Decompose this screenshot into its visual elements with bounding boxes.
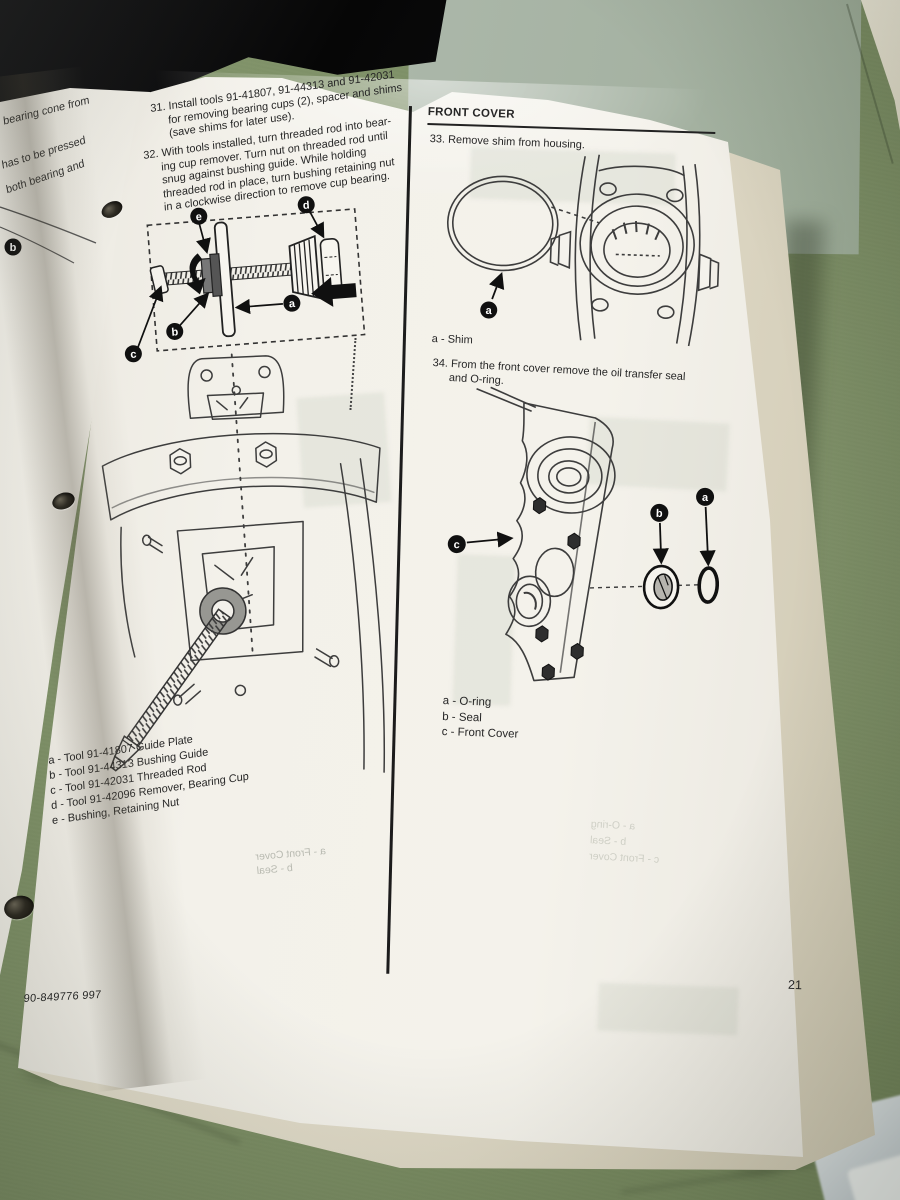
front-cover-body	[505, 402, 614, 682]
bearing-boss	[526, 436, 616, 514]
cover-opening	[579, 193, 695, 295]
leader-c	[137, 285, 164, 348]
callout-c	[124, 345, 142, 363]
callout-a	[480, 301, 498, 319]
centerline	[230, 353, 254, 658]
callout-a	[696, 487, 715, 506]
callout-b	[650, 503, 669, 522]
leader-e	[196, 223, 211, 254]
bracket	[176, 520, 304, 662]
callout-a	[283, 294, 301, 312]
hex-nut	[532, 497, 547, 515]
callout-b-letter: b	[656, 508, 664, 520]
callout-a-letter: a	[702, 492, 710, 504]
hex-nut	[567, 532, 581, 550]
leader-b	[178, 292, 210, 327]
opening	[507, 575, 552, 628]
side-bolt	[557, 230, 572, 269]
callout-c-letter: c	[453, 539, 460, 551]
callout-c-letter: c	[130, 349, 137, 361]
shim-ring	[446, 175, 559, 272]
housing-flange	[101, 432, 381, 521]
leader-d	[309, 211, 325, 239]
hex-bolt	[255, 441, 278, 468]
callout-d-letter: d	[302, 199, 310, 211]
diagram-housing-assembly	[101, 353, 386, 773]
leader-c	[466, 531, 514, 548]
page-number: 21	[787, 977, 803, 993]
housing-edge	[359, 458, 386, 773]
diagram-front-cover-seal: c b a	[447, 386, 720, 682]
opening	[534, 547, 575, 598]
hex-nut	[541, 663, 555, 681]
left-page-diagram-fragment: b	[0, 206, 97, 264]
show-through-text	[597, 982, 739, 1036]
leader-b	[652, 522, 669, 565]
pry-lines	[476, 386, 537, 412]
leader-a	[699, 506, 716, 567]
show-through-parts-list: a - O-ring b - Seal c - Front Cover	[589, 816, 661, 868]
hex-nut	[535, 625, 549, 643]
side-bolt	[697, 253, 712, 292]
callout-e	[190, 207, 208, 225]
top-plate	[187, 355, 285, 420]
housing-edge	[339, 463, 365, 770]
callout-b-letter: b	[10, 242, 17, 254]
diagram-shim-removal: a	[446, 154, 720, 347]
leader-line	[0, 206, 97, 244]
parts-list-item: c - Front Cover	[441, 725, 519, 741]
leader-a	[234, 298, 283, 315]
hex-bolt	[169, 448, 192, 475]
remover-ribs	[293, 239, 315, 297]
threaded-rod	[125, 608, 231, 748]
callout-b	[4, 238, 22, 256]
callout-a-letter: a	[288, 298, 296, 311]
press-arrow	[311, 277, 357, 307]
leader-a	[488, 272, 505, 300]
parts-list: a - O-ring b - Seal c - Front Cover	[441, 694, 519, 743]
callout-b-letter: b	[171, 326, 179, 339]
diagram-bearing-cup-puller: a b c e d	[124, 196, 366, 363]
rotation-arrow	[186, 253, 206, 295]
spline-teeth	[611, 221, 661, 241]
o-ring	[697, 566, 720, 604]
callout-c	[447, 535, 466, 554]
bushing	[209, 253, 223, 297]
axis-dashes	[589, 584, 701, 589]
housing-edge	[120, 526, 136, 658]
callout-a-letter: a	[485, 305, 492, 317]
hex-nut	[570, 642, 584, 661]
callout-e-letter: e	[195, 211, 202, 223]
plate-window	[206, 392, 265, 421]
threaded-rod-assembly	[109, 608, 231, 772]
shim-label: a - Shim	[431, 333, 473, 347]
callout-b	[166, 322, 184, 340]
leader-line	[0, 226, 75, 264]
